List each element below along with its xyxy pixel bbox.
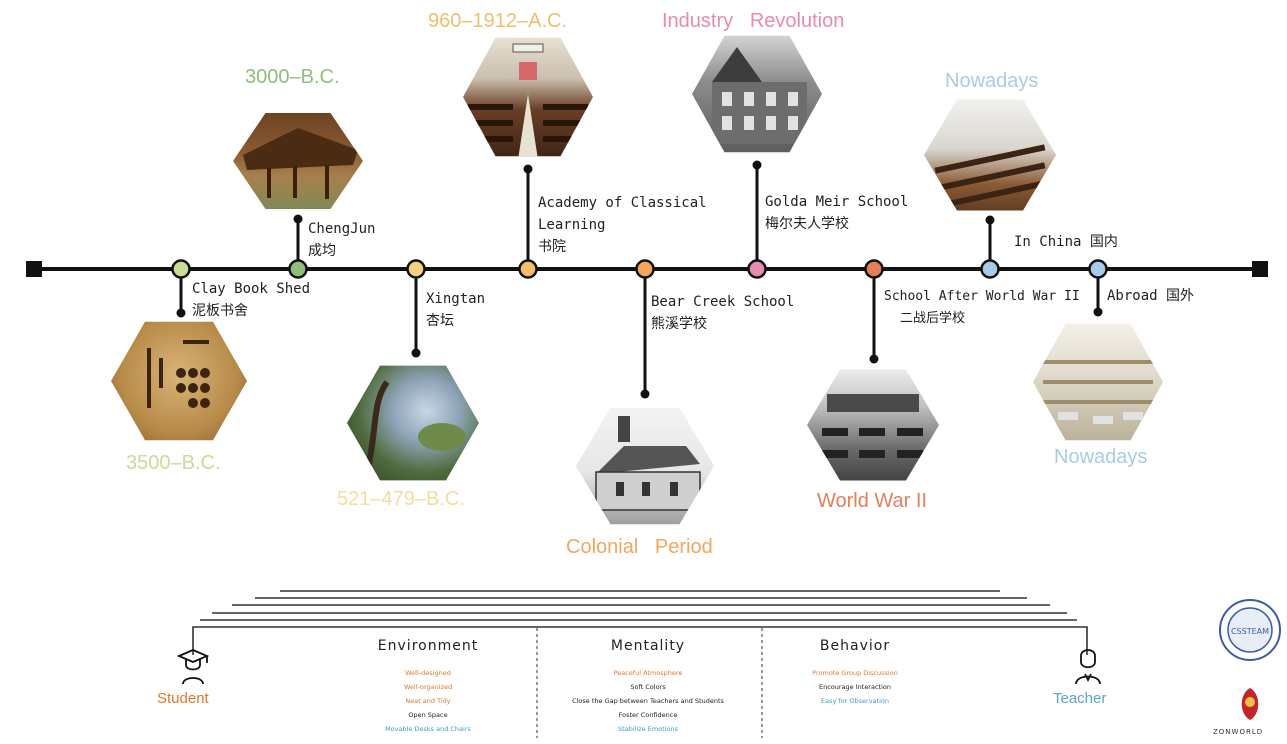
timeline-node-ww2 [864, 259, 884, 279]
label-clay-zh: 泥板书舍 [192, 303, 248, 319]
era-bear: Colonial Period [566, 536, 713, 558]
student-label: Student [157, 690, 209, 707]
era-ww2: World War II [817, 490, 928, 512]
label-clay-en: Clay Book Shed [192, 281, 311, 297]
label-academy-en2: Learning [538, 217, 606, 233]
era-china: Nowadays [945, 70, 1039, 92]
category-item: Open Space [408, 711, 448, 719]
label-ww2-zh: 二战后学校 [900, 311, 966, 326]
label-ww2-en: School After World War II [884, 289, 1080, 304]
label-chengjun-zh: 成均 [308, 243, 336, 259]
category-title: Mentality [610, 638, 686, 654]
library-shelves-icon [1043, 360, 1153, 424]
label-golda-zh: 梅尔夫人学校 [765, 216, 849, 232]
label-chengjun: ChengJun 成均 [308, 218, 375, 262]
category-item: Soft Colors [630, 683, 666, 691]
label-ww2: School After World War II 二战后学校 [884, 286, 1080, 330]
lecture-seats-icon [934, 144, 1046, 210]
timeline-node-clay [171, 259, 191, 279]
category-item: Foster Confidence [618, 711, 678, 719]
timeline-node-xingtan [406, 259, 426, 279]
label-academy-en1: Academy of Classical [538, 195, 707, 211]
teacher-label: Teacher [1053, 690, 1107, 707]
csstem-seal-logo: CSSTEAM [1219, 599, 1281, 661]
category-item: Encourage Interaction [818, 683, 891, 691]
shed-roof-icon [243, 128, 358, 199]
era-xingtan: 521–479–B.C. [337, 488, 465, 510]
era-clay: 3500–B.C. [126, 452, 221, 474]
hall-desks-icon [468, 43, 588, 157]
category-title: Behavior [819, 638, 891, 654]
category-item: Well-organized [403, 683, 453, 691]
student-icon [176, 649, 210, 685]
era-golda: Industry Revolution [662, 10, 845, 32]
label-golda-en: Golda Meir School [765, 194, 909, 210]
category-item: Close the Gap between Teachers and Stude… [572, 697, 724, 705]
label-clay: Clay Book Shed 泥板书舍 [192, 278, 310, 322]
label-abroad: Abroad 国外 [1107, 285, 1194, 307]
apricot-altar-painting-image [347, 365, 479, 481]
label-chengjun-en: ChengJun [308, 221, 376, 237]
timeline-node-bear [635, 259, 655, 279]
label-xingtan: Xingtan 杏坛 [426, 288, 485, 332]
timeline-node-abroad [1088, 259, 1108, 279]
timeline-node-golda [747, 259, 767, 279]
category-title: Environment [377, 638, 479, 654]
seal-text: CSSTEAM [1231, 627, 1269, 636]
bear-creek-schoolhouse-image [576, 407, 714, 525]
timeline-node-china [980, 259, 1000, 279]
postwar-classroom-image [807, 369, 939, 481]
timeline-node-academy [518, 259, 538, 279]
label-abroad-text: Abroad 国外 [1107, 288, 1195, 304]
label-bear-en: Bear Creek School [651, 294, 795, 310]
timeline-start-marker [26, 261, 42, 277]
category-item: Neat and Tidy [405, 697, 451, 705]
label-china-text: In China 国内 [1014, 234, 1118, 250]
timeline-node-chengjun [288, 259, 308, 279]
label-academy-zh: 书院 [538, 239, 566, 255]
label-bear: Bear Creek School 熊溪学校 [651, 291, 794, 335]
era-academy: 960–1912–A.C. [428, 10, 568, 32]
label-academy: Academy of Classical Learning 书院 [538, 192, 707, 258]
timeline-end-marker [1252, 261, 1268, 277]
tree-icon [364, 380, 466, 473]
label-china: In China 国内 [1014, 231, 1118, 253]
zonworld-logo-text: ZONWORLD [1213, 728, 1264, 736]
school-building-icon [712, 47, 807, 144]
label-xingtan-zh: 杏坛 [426, 313, 454, 329]
schoolhouse-icon [595, 416, 701, 511]
classroom-desks-icon [822, 394, 923, 458]
category-item: Promote Group Discussion [812, 669, 898, 677]
category-item: Movable Desks and Chairs [385, 725, 471, 733]
label-bear-zh: 熊溪学校 [651, 316, 707, 332]
category-item: Peaceful Atmosphere [613, 669, 683, 677]
golda-meir-school-image [692, 35, 822, 153]
era-chengjun: 3000–B.C. [245, 66, 340, 88]
category-item: Easy for Observation [821, 697, 889, 705]
category-item: Stabilize Emotions [618, 725, 678, 733]
clay-tablet-marks-icon [147, 340, 210, 408]
category-item: Well-designed [405, 669, 451, 677]
era-abroad: Nowadays [1054, 446, 1148, 468]
label-xingtan-en: Xingtan [426, 291, 486, 307]
zonworld-mark-icon [1241, 688, 1259, 720]
teacher-icon [1075, 649, 1101, 685]
label-golda: Golda Meir School 梅尔夫人学校 [765, 191, 908, 235]
